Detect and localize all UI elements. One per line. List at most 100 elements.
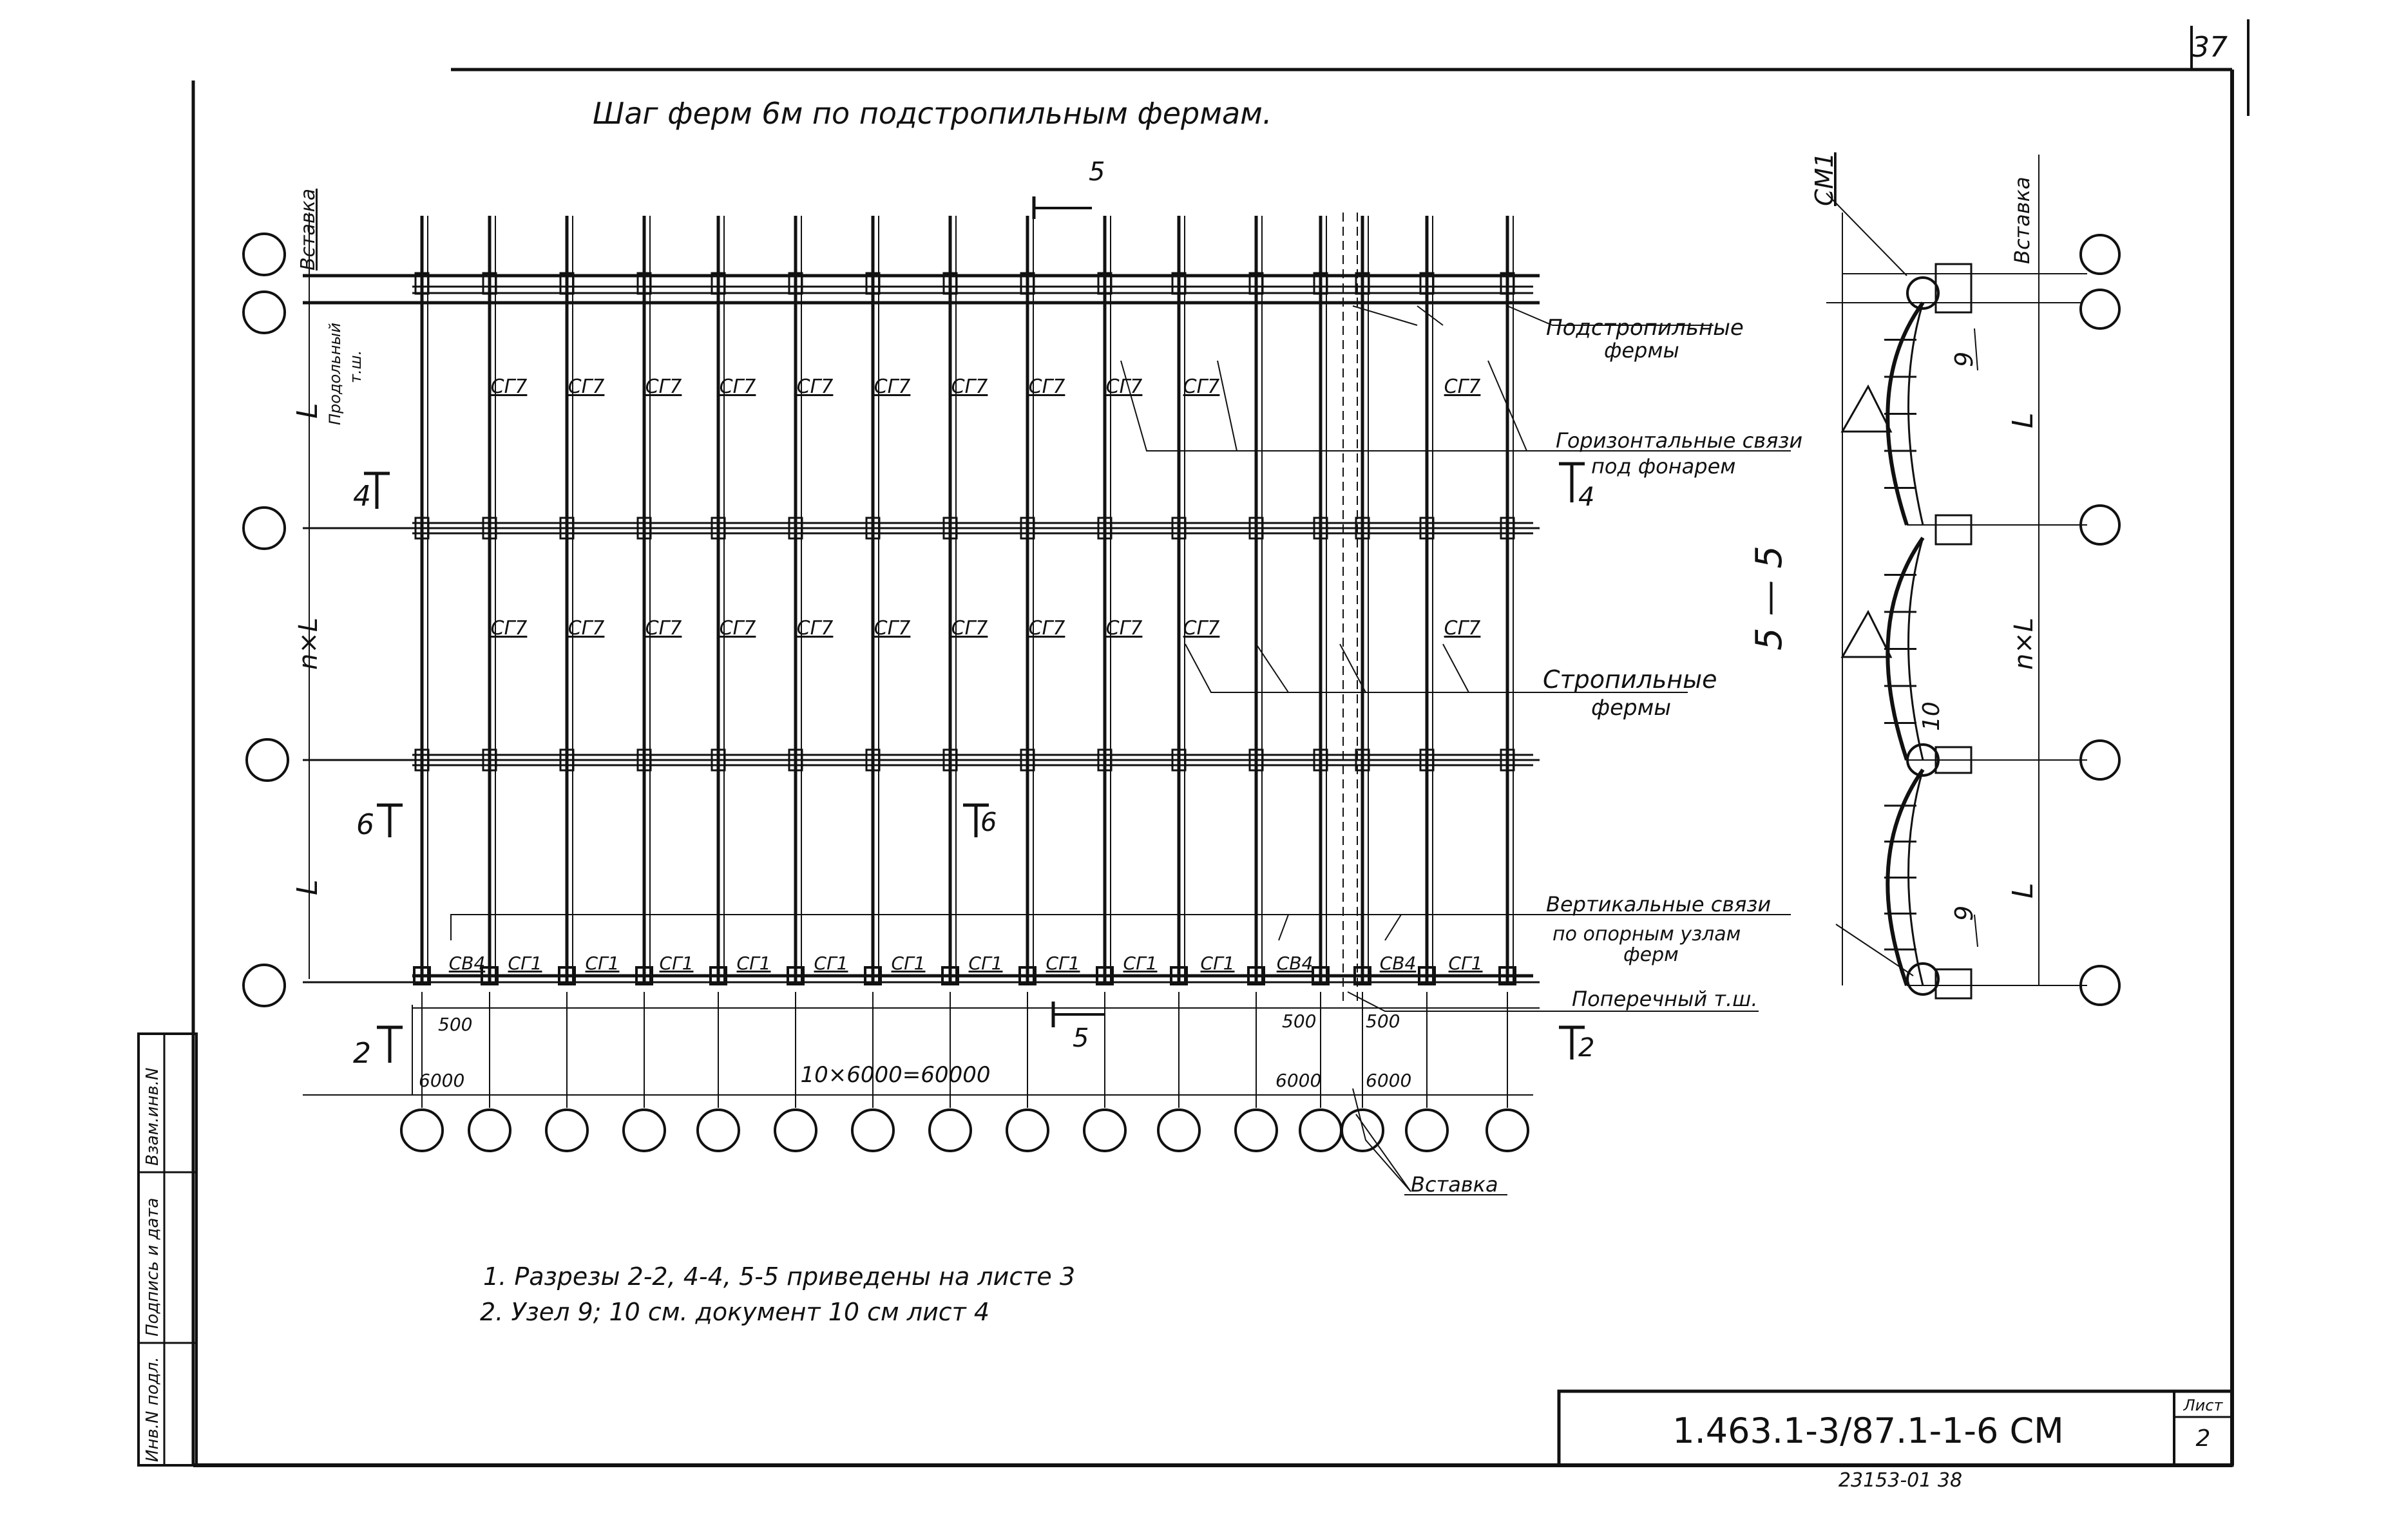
section-mark-6-mid: 6 (980, 808, 997, 837)
truss-node (865, 748, 881, 772)
panel-label-sg7: СГ7 (720, 375, 756, 398)
support-node (1096, 966, 1114, 985)
truss-node (942, 272, 958, 295)
section-span-mid: n×L (2009, 618, 2039, 670)
panel-label-sg7: СГ7 (645, 617, 682, 640)
support-node (709, 966, 727, 985)
truss-node (788, 748, 803, 772)
axis-circle-bottom (1006, 1108, 1049, 1152)
node-10-marker (1906, 743, 1940, 777)
truss-node (1171, 517, 1187, 540)
support-node (1170, 966, 1188, 985)
roof-plan (303, 196, 1791, 1195)
support-node (1498, 966, 1516, 985)
panel-label-sg7: СГ7 (645, 375, 682, 398)
truss-node (711, 517, 726, 540)
truss-node (865, 272, 881, 295)
bottom-tie-label: СГ1 (1123, 953, 1158, 974)
sheet-number: 2 (2196, 1425, 2211, 1452)
section-span-bottom: L (2007, 882, 2039, 898)
stamp-inv-label: Инв.N подл. (143, 1356, 162, 1462)
truss-node (1097, 517, 1113, 540)
truss-node (711, 748, 726, 772)
section-mark-4-right: 4 (1578, 482, 1594, 512)
axis-circle-bottom (622, 1108, 666, 1152)
section-axis-circle (2079, 234, 2121, 275)
callout-horizontal-ties: Горизонтальные связи (1556, 428, 1802, 453)
axis-circle-bottom (1299, 1108, 1342, 1152)
axis-circle-bottom (1234, 1108, 1278, 1152)
bay-span-bottom: L (291, 879, 324, 895)
truss-node (942, 517, 958, 540)
panel-label-sg7: СГ7 (874, 375, 911, 398)
bottom-tie-label: СГ1 (508, 953, 542, 974)
truss-node (1500, 272, 1515, 295)
panel-label-sg7: СГ7 (568, 375, 605, 398)
axis-circle-bottom (1341, 1108, 1384, 1152)
axis-circle (242, 506, 286, 550)
stamp-replace-label: Взам.инв.N (143, 1068, 162, 1166)
support-node (481, 966, 499, 985)
bottom-tie-label: СГ1 (1046, 953, 1080, 974)
axis-circle-bottom (1485, 1108, 1529, 1152)
axis-circle-bottom (928, 1108, 972, 1152)
panel-label-sg7: СГ7 (1183, 617, 1220, 640)
page-number: 37 (2192, 31, 2228, 64)
truss-node (636, 517, 652, 540)
truss-node (414, 748, 430, 772)
callout-vertical-ties-3: ферм (1623, 944, 1679, 966)
truss-node (1500, 748, 1515, 772)
bay-span-mid: n×L (294, 618, 323, 670)
dim-main-span: 10×6000=60000 (801, 1062, 991, 1088)
truss-node (1020, 517, 1035, 540)
section-mark-4-left: 4 (353, 480, 371, 513)
axis-circle-bottom (851, 1108, 895, 1152)
section-mark-5-top: 5 (1089, 157, 1105, 187)
truss-node (1313, 272, 1328, 295)
truss-node (788, 517, 803, 540)
callout-cross-joint: Поперечный т.ш. (1572, 987, 1758, 1011)
panel-label-sg7: СГ7 (1444, 375, 1481, 398)
support-node (941, 966, 959, 985)
truss-node (1313, 517, 1328, 540)
section-title: 5 — 5 (1748, 546, 1790, 651)
bottom-tie-label: СГ1 (1449, 953, 1483, 974)
bay-span-top: L (291, 403, 324, 419)
bottom-tie-label: СГ1 (892, 953, 926, 974)
bottom-tie-label: СГ1 (1201, 953, 1235, 974)
axis-circle (242, 233, 286, 276)
truss-node (1020, 272, 1035, 295)
stamp-signature-label: Подпись и дата (143, 1198, 162, 1336)
section-mark-cm1: СМ1 (1810, 153, 1839, 207)
dim-offset-mid-a: 500 (1282, 1011, 1316, 1032)
bottom-tie-label: СГ1 (814, 953, 848, 974)
panel-label-sg7: СГ7 (874, 617, 911, 640)
truss-node (1248, 272, 1264, 295)
support-node (1418, 966, 1436, 985)
truss-node (559, 748, 575, 772)
truss-node (1171, 748, 1187, 772)
section-node-9-top: 9 (1950, 352, 1978, 367)
section-span-top: L (2007, 412, 2039, 428)
support-node (864, 966, 882, 985)
footer-code: 23153-01 38 (1839, 1469, 1962, 1492)
support-node (1312, 966, 1330, 985)
section-5-5 (1826, 155, 2121, 1006)
bottom-tie-label: СГ1 (969, 953, 1003, 974)
section-truss-ribs (1884, 339, 1916, 951)
note-line-1: 1. Разрезы 2-2, 4-4, 5-5 приведены на ли… (483, 1262, 1075, 1291)
callout-insert-bottom: Вставка (1411, 1172, 1498, 1197)
long-joint-label-1: Продольный (326, 323, 344, 425)
axis-circle-bottom (696, 1108, 740, 1152)
truss-node (1097, 748, 1113, 772)
truss-node (1020, 748, 1035, 772)
callout-sub-truss: Подстропильные (1546, 315, 1744, 341)
support-node (1247, 966, 1265, 985)
drawing-title: Шаг ферм 6м по подстропильным фермам. (593, 96, 1272, 131)
callout-rafter-trusses: Стропильные (1543, 665, 1717, 694)
section-axis-circle (2079, 504, 2121, 546)
panel-label-sg7: СГ7 (1106, 375, 1143, 398)
truss-node (1248, 517, 1264, 540)
section-mark-6-left: 6 (356, 808, 374, 841)
truss-node (1171, 272, 1187, 295)
